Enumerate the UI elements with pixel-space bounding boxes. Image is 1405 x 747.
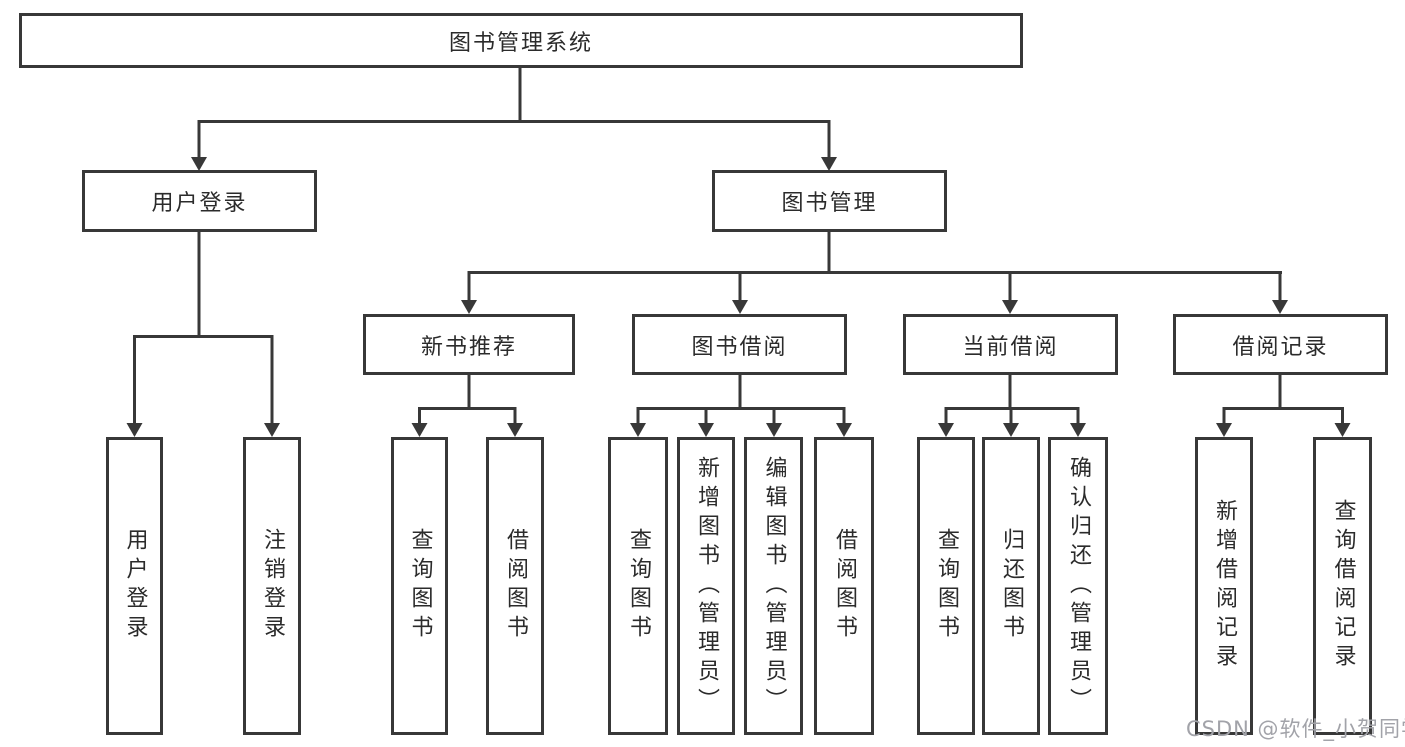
leaf-borrow-books: 借阅图书: [814, 437, 874, 735]
connector-user-login-branch: [126, 232, 280, 437]
node-new-book-recommend: 新书推荐: [363, 314, 575, 375]
csdn-watermark: CSDN @软件_小贺同学: [1186, 717, 1405, 741]
node-book-management: 图书管理: [712, 170, 947, 232]
connector-book-borrow-branch: [630, 375, 852, 437]
node-root-library-system: 图书管理系统: [19, 13, 1023, 68]
connector-new-book-recommend-branch: [411, 375, 523, 437]
leaf-return-books: 归还图书: [982, 437, 1040, 735]
leaf-query-books-recommend: 查询图书: [391, 437, 448, 735]
node-book-borrow: 图书借阅: [632, 314, 847, 375]
leaf-add-borrow-record: 新增借阅记录: [1195, 437, 1253, 735]
node-current-borrow: 当前借阅: [903, 314, 1118, 375]
connector-borrow-records-branch: [1216, 375, 1351, 437]
leaf-add-books-admin: 新增图书（管理员）: [677, 437, 735, 735]
leaf-user-login: 用户登录: [106, 437, 163, 735]
leaf-query-borrow-record: 查询借阅记录: [1313, 437, 1372, 735]
node-user-login: 用户登录: [82, 170, 317, 232]
leaf-query-books-current: 查询图书: [917, 437, 975, 735]
leaf-logout: 注销登录: [243, 437, 301, 735]
leaf-edit-books-admin: 编辑图书（管理员）: [744, 437, 803, 735]
leaf-confirm-return-admin: 确认归还（管理员）: [1048, 437, 1108, 735]
connector-book-management-branch: [461, 232, 1288, 314]
leaf-query-books-borrow: 查询图书: [608, 437, 668, 735]
connector-current-borrow-branch: [938, 375, 1086, 437]
node-borrow-records: 借阅记录: [1173, 314, 1388, 375]
connector-root-to-level2: [191, 68, 837, 171]
leaf-borrow-books-recommend: 借阅图书: [486, 437, 544, 735]
